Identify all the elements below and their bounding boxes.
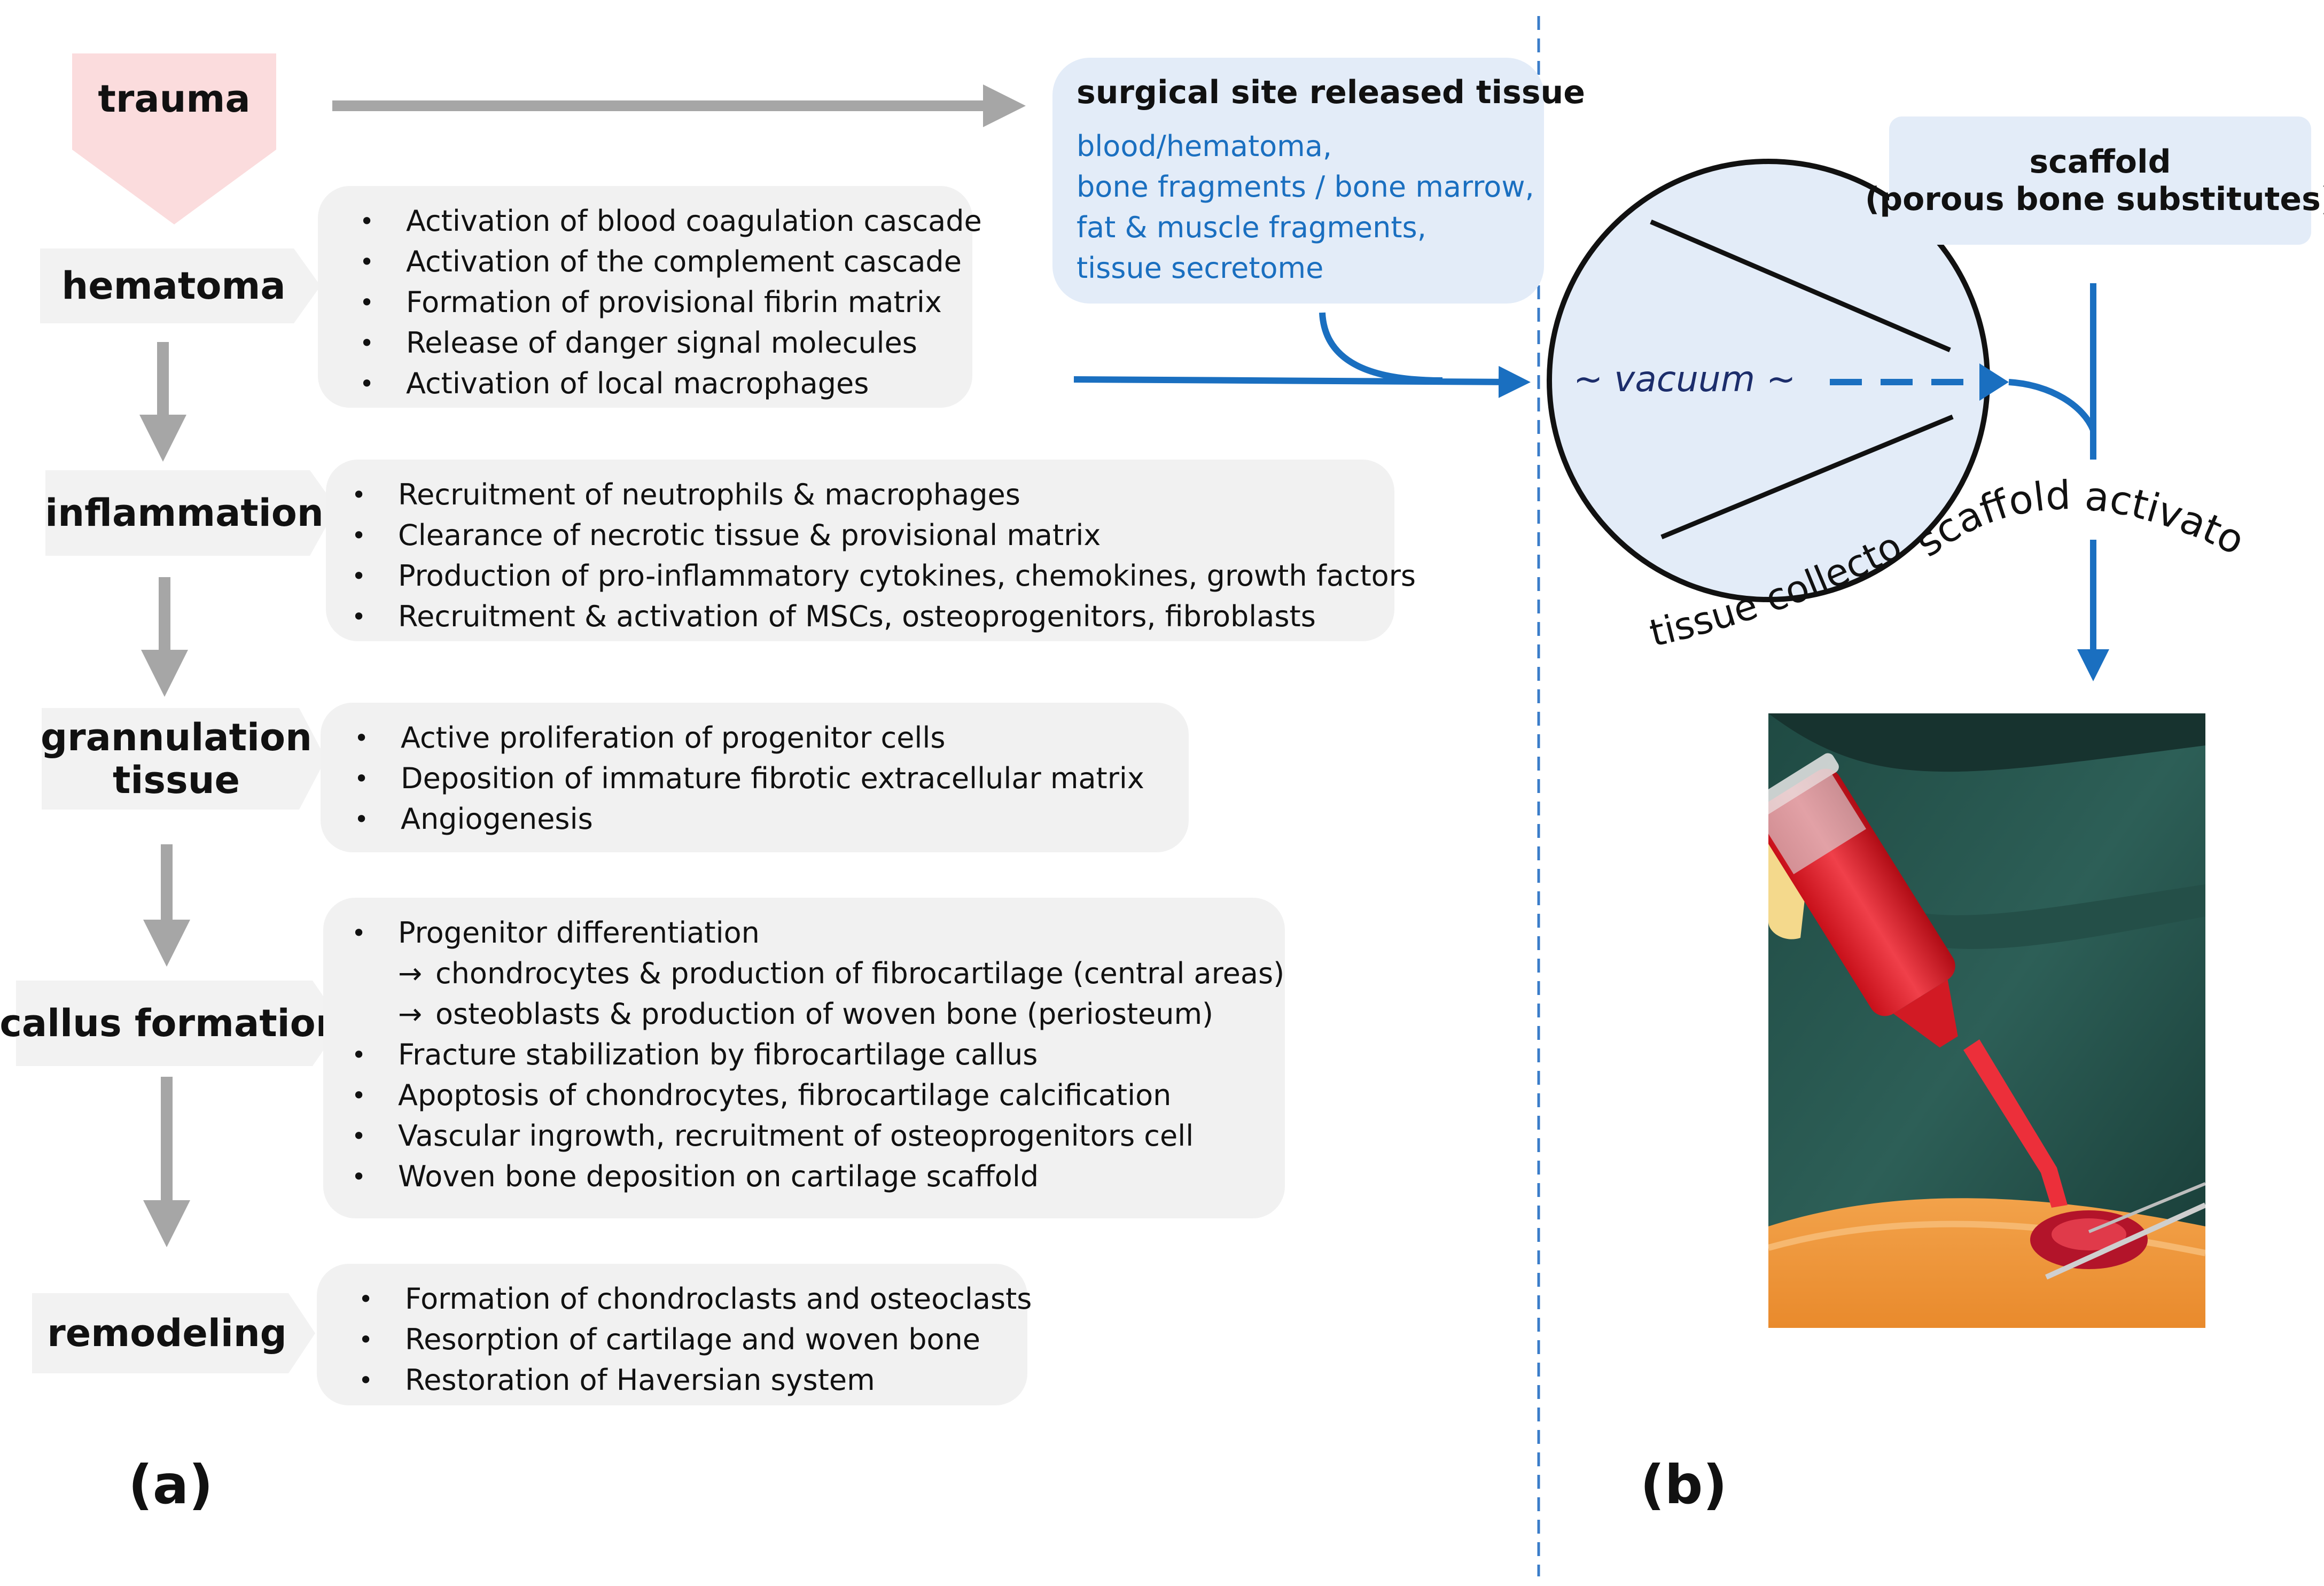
callus-subpoint: →osteoblasts & production of woven bone …	[342, 994, 1264, 1035]
vacuum-arrow-head	[1979, 363, 2009, 401]
callus-point: Vascular ingrowth, recruitment of osteop…	[342, 1116, 1264, 1156]
tissue-flow-arrow	[1073, 366, 1531, 398]
hematoma-point: Formation of provisional fibrin matrix	[350, 282, 951, 323]
hematoma-point: Activation of the complement cascade	[350, 242, 962, 282]
released-tissue-item: fat & muscle fragments,	[1077, 211, 1426, 244]
granulation-info-box: Active proliferation of progenitor cells…	[321, 703, 1189, 852]
hematoma-shape	[40, 248, 321, 323]
stage-label-granulation: grannulation tissue	[41, 715, 312, 802]
released-tissue-item: blood/hematoma,	[1077, 129, 1332, 163]
released-curve	[1319, 312, 1443, 384]
hematoma-point: Release of danger signal molecules	[350, 323, 951, 363]
callus-point: Progenitor differentiation	[342, 913, 1264, 953]
callus-point: Woven bone deposition on cartilage scaff…	[342, 1156, 1264, 1197]
collector-upper-line	[1650, 219, 1951, 353]
inflammation-point: Clearance of necrotic tissue & provision…	[342, 515, 1373, 556]
remodeling-point: Resorption of cartilage and woven bone	[349, 1319, 1006, 1360]
callus-shape	[16, 981, 342, 1066]
scaffold-box: scaffold (porous bone substitutes)	[1865, 116, 2324, 245]
inflammation-point: Recruitment of neutrophils & macrophages	[342, 475, 1373, 515]
remodeling-info-box: Formation of chondroclasts and osteoclas…	[317, 1264, 1032, 1405]
scaffold-title: scaffold	[2029, 143, 2171, 181]
remodeling-point: Formation of chondroclasts and osteoclas…	[349, 1279, 1032, 1319]
stage-label-callus: callus formation	[0, 1001, 342, 1045]
inflammation-info-box: Recruitment of neutrophils & macrophages…	[326, 460, 1416, 641]
scaffold-subtitle: (porous bone substitutes)	[1865, 181, 2324, 218]
released-tissue-box: surgical site released tissue blood/hema…	[1052, 58, 1585, 304]
remodeling-point: Restoration of Haversian system	[349, 1360, 1006, 1401]
activator-curve	[2008, 379, 2096, 432]
hematoma-point: Activation of local macrophages	[350, 363, 951, 404]
panel-b-label: (b)	[1640, 1453, 1727, 1516]
inflammation-shape	[45, 470, 337, 556]
callus-subpoint: →chondrocytes & production of fibrocarti…	[342, 953, 1284, 994]
collector-lower-line	[1660, 414, 1954, 540]
stage-label-hematoma: hematoma	[61, 263, 286, 308]
granulation-point: Angiogenesis	[345, 799, 1167, 839]
granulation-point: Active proliferation of progenitor cells	[345, 718, 1167, 758]
stage-label-trauma: trauma	[98, 76, 251, 121]
surgical-photo-illustration	[1768, 713, 2205, 1328]
callus-point: Apoptosis of chondrocytes, fibrocartilag…	[342, 1075, 1264, 1116]
vacuum-label: ~ vacuum ~	[1573, 359, 1796, 400]
trauma-shape	[72, 53, 276, 224]
callus-point: Fracture stabilization by fibrocartilage…	[342, 1035, 1264, 1075]
granulation-shape	[42, 708, 326, 810]
released-tissue-title: surgical site released tissue	[1077, 74, 1585, 111]
panel-a-label: (a)	[128, 1453, 213, 1516]
released-tissue-item: bone fragments / bone marrow,	[1077, 170, 1534, 204]
hematoma-point: Activation of blood coagulation cascade	[350, 201, 982, 242]
stage-label-inflammation: inflammation	[45, 491, 324, 535]
inflammation-point: Production of pro-inflammatory cytokines…	[342, 556, 1416, 596]
right-arrow-icon: →	[398, 957, 423, 990]
surgical-photo	[1768, 713, 2205, 1328]
granulation-point: Deposition of immature fibrotic extracel…	[345, 758, 1167, 799]
remodeling-shape	[32, 1293, 315, 1373]
stage-label-remodeling: remodeling	[47, 1311, 287, 1355]
callus-info-box: Progenitor differentiation →chondrocytes…	[323, 898, 1285, 1218]
inflammation-point: Recruitment & activation of MSCs, osteop…	[342, 596, 1373, 637]
released-tissue-item: tissue secretome	[1077, 251, 1324, 285]
hematoma-info-box: Activation of blood coagulation cascade …	[318, 186, 982, 408]
right-arrow-icon: →	[398, 997, 423, 1031]
